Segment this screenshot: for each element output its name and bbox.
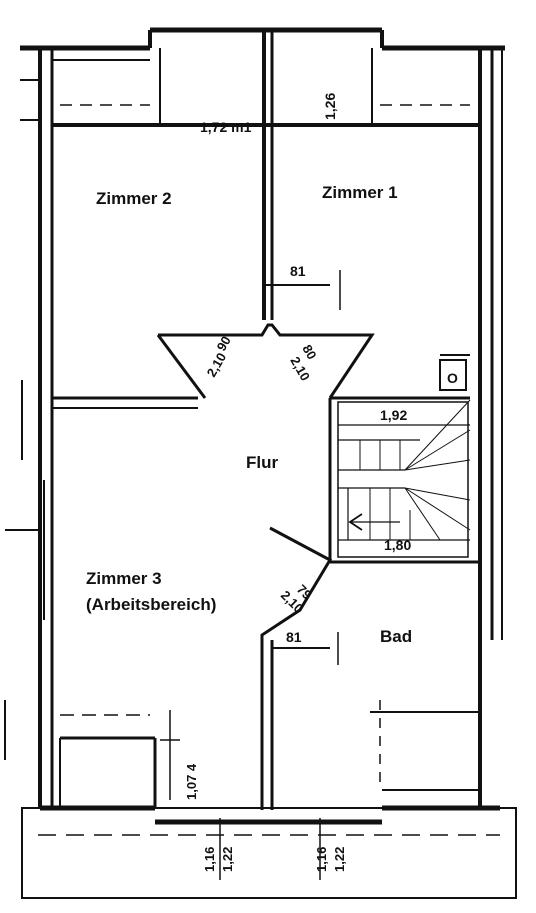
wall-stair xyxy=(328,354,470,560)
room-label-flur: Flur xyxy=(246,453,278,472)
dim-door-z2-a: 90 xyxy=(214,333,234,353)
wall-z2-z3 xyxy=(52,396,198,409)
dim-door-bad-width: 81 xyxy=(286,629,302,645)
dim-window-left-lower: 1,07 4 xyxy=(184,763,199,800)
room-label-zimmer3-sub: (Arbeitsbereich) xyxy=(86,595,216,614)
dim-window-bottom-right-a: 1,16 xyxy=(314,847,329,872)
room-label-zimmer1: Zimmer 1 xyxy=(322,183,398,202)
dim-stair-bottom: 1,80 xyxy=(384,537,411,553)
top-interior xyxy=(20,48,480,127)
dim-door-z2-b: 2,10 xyxy=(204,350,230,379)
door-notch-top xyxy=(156,323,375,399)
room-label-zimmer3: Zimmer 3 xyxy=(86,569,162,588)
dim-window-bottom-left-a: 1,16 xyxy=(202,847,217,872)
chimney-icon: O xyxy=(447,370,458,386)
wall-bad xyxy=(260,526,480,810)
dim-window-top-height: 1,26 xyxy=(322,93,338,120)
dim-window-bottom-left-b: 1,22 xyxy=(220,847,235,872)
left-ticks xyxy=(4,380,45,760)
dim-window-bottom-right-b: 1,22 xyxy=(332,847,347,872)
dim-door-z1-width: 81 xyxy=(290,263,306,279)
dim-door-z1-a: 80 xyxy=(299,342,319,362)
dim-window-top: 1,72 m1 xyxy=(200,119,252,135)
room-label-bad: Bad xyxy=(380,627,412,646)
bottom-ticks xyxy=(219,818,321,880)
window-lower-left xyxy=(59,710,180,808)
wall-z1-z2 xyxy=(262,30,341,320)
room-label-zimmer2: Zimmer 2 xyxy=(96,189,172,208)
staircase xyxy=(337,399,471,558)
dim-stair-top: 1,92 xyxy=(380,407,407,423)
